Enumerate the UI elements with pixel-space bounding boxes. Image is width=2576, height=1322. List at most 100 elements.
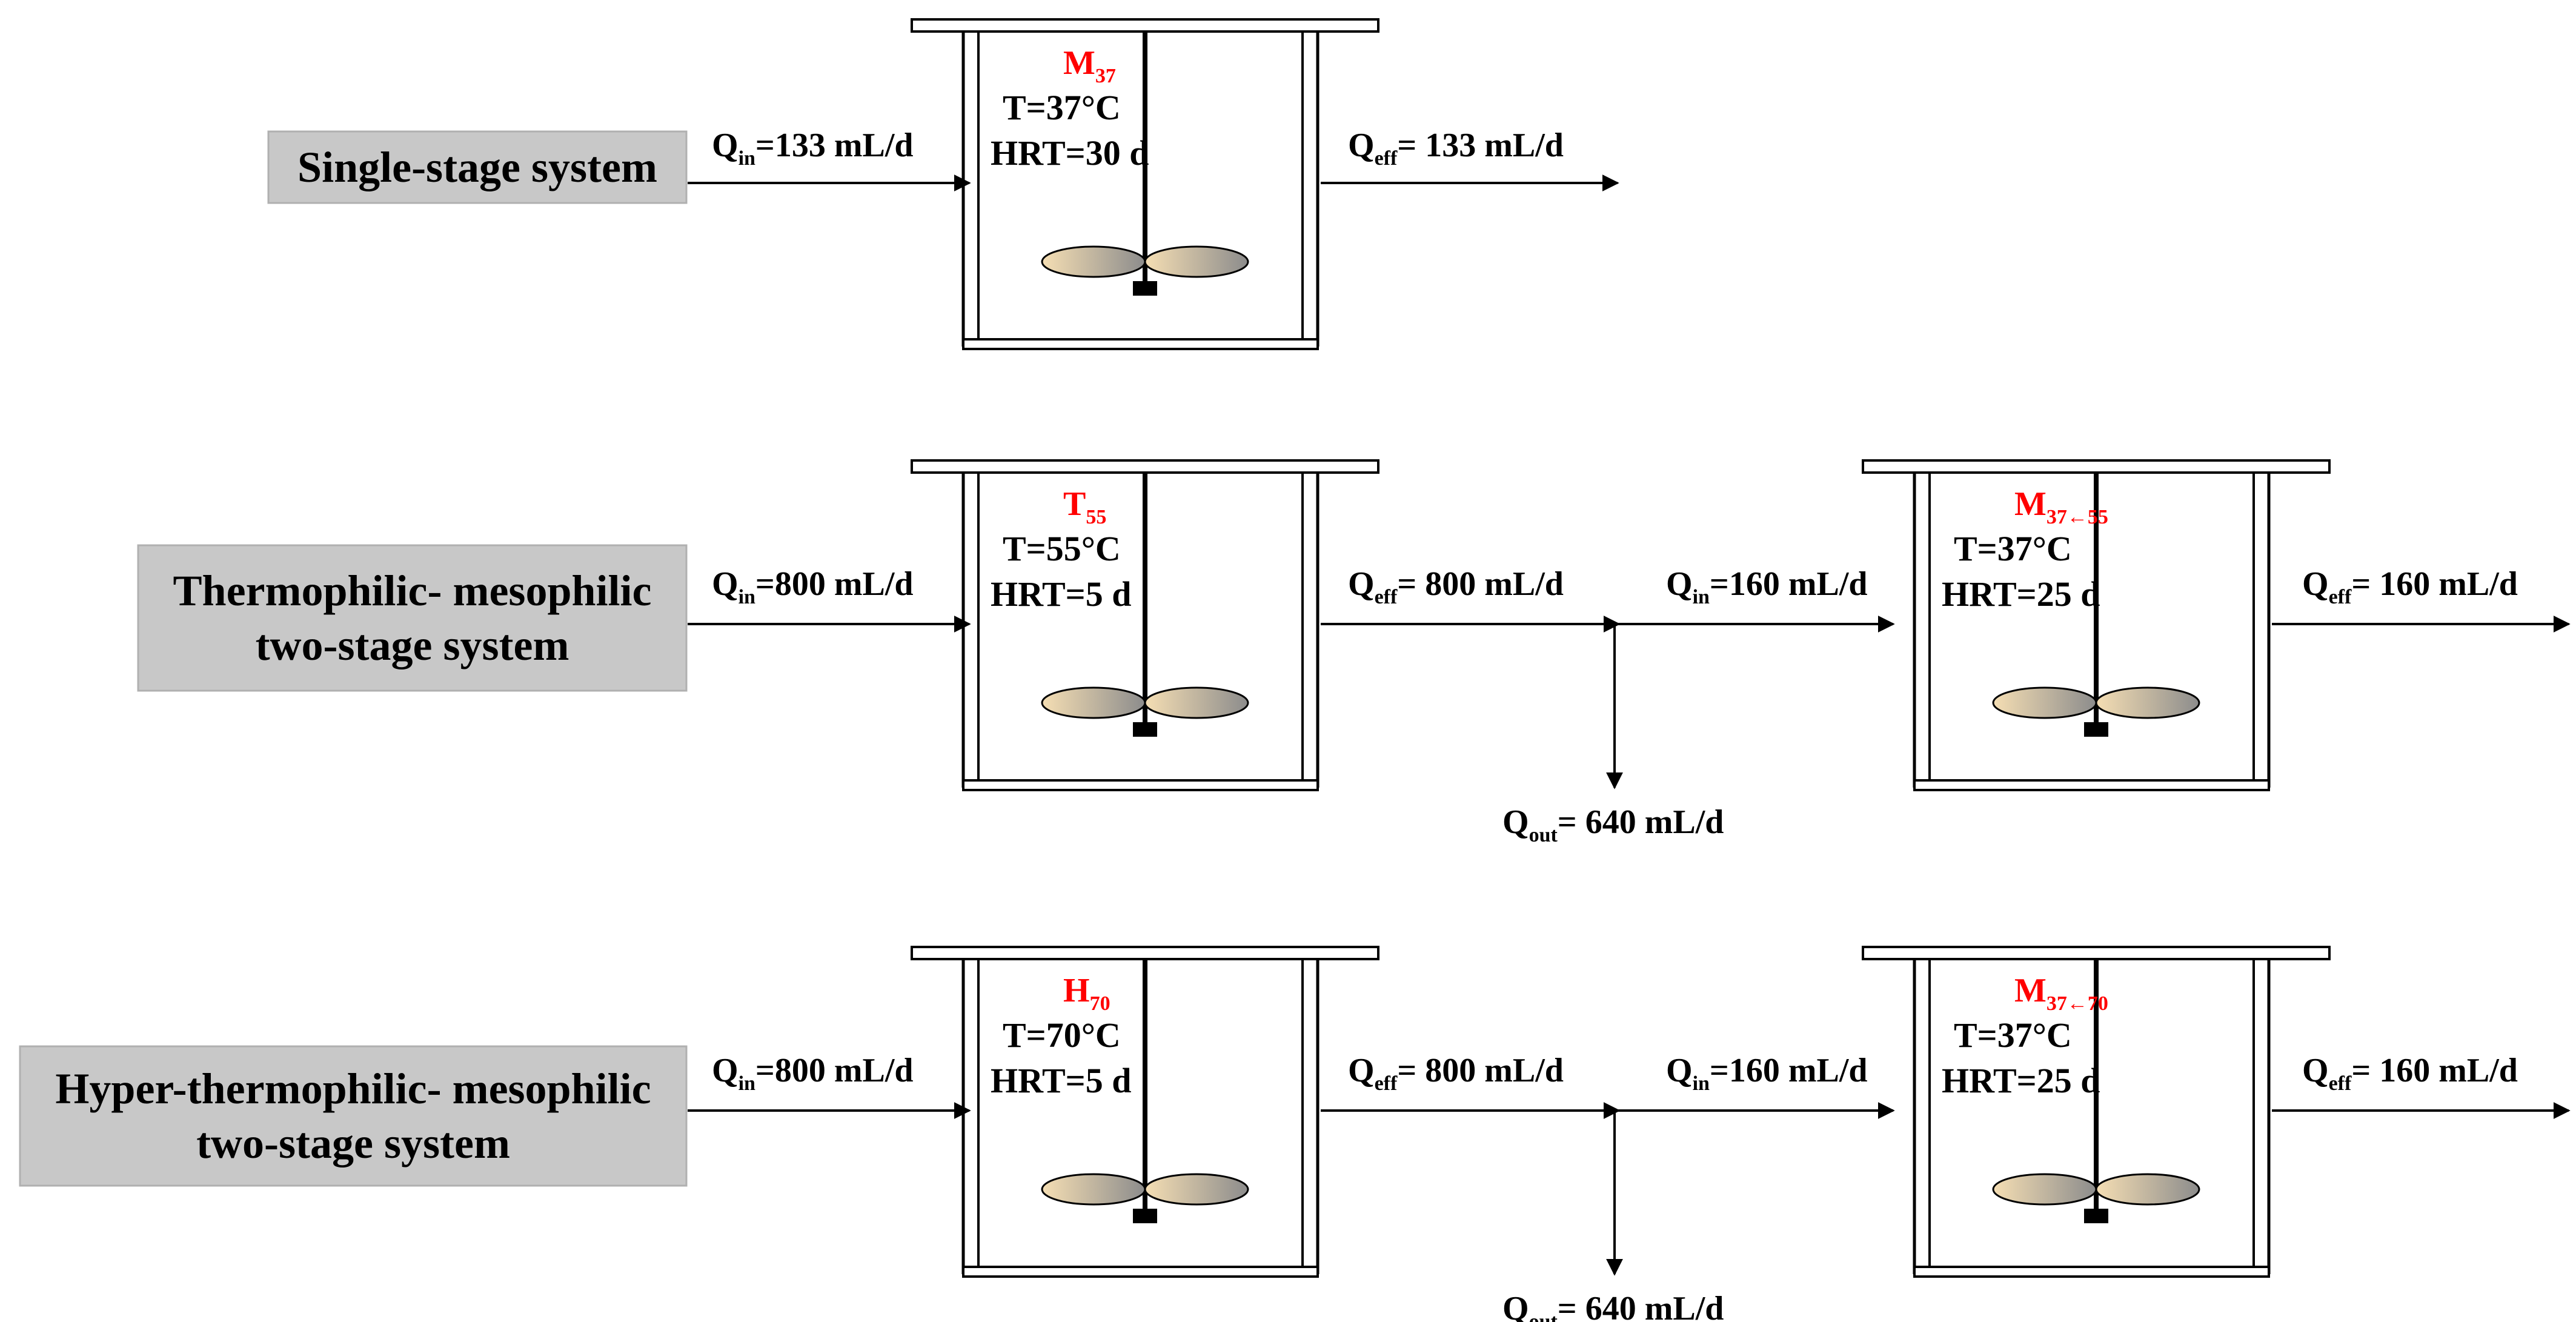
reactor-name: T55 xyxy=(1063,485,1106,528)
effluent-flow-label: Qeff= 160 mL/d xyxy=(2302,1052,2518,1095)
outflow-flow-label-base: Q xyxy=(1502,1290,1529,1322)
effluent-flow-label-sub: eff xyxy=(2329,1072,2352,1095)
inlet-flow-label: Qin=800 mL/d xyxy=(712,565,914,608)
reactor-temperature: T=37°C xyxy=(1954,529,2072,568)
reactor-name-base: M xyxy=(2014,485,2047,523)
inlet-flow-label-sub: in xyxy=(739,147,755,170)
effluent-flow-label-base: Q xyxy=(2302,565,2329,603)
reactor-bottom xyxy=(962,779,1319,791)
reactor-hrt: HRT=25 d xyxy=(1942,1061,2100,1100)
mid-inlet-flow-label-base: Q xyxy=(1666,565,1693,603)
inlet-flow-label-base: Q xyxy=(712,1052,739,1089)
effluent-flow-label-base: Q xyxy=(1348,127,1375,164)
reactor-lid xyxy=(911,459,1379,474)
reactor-hrt: HRT=25 d xyxy=(1942,574,2100,614)
reactor-bottom xyxy=(1913,1266,2270,1278)
effluent-flow-label-rest: = 160 mL/d xyxy=(2351,1052,2518,1089)
outflow-flow-label-sub: out xyxy=(1529,1310,1558,1322)
outflow-flow-label-rest: = 640 mL/d xyxy=(1558,803,1724,841)
mid-inlet-flow-label-sub: in xyxy=(1693,1072,1710,1095)
reactor-name-sub: 37←55 xyxy=(2047,506,2108,528)
mid-effluent-flow-label-rest: = 800 mL/d xyxy=(1397,1052,1564,1089)
system-label-box xyxy=(19,1045,688,1187)
system-label-line: two-stage system xyxy=(256,621,569,669)
stirrer-hub xyxy=(1133,1209,1157,1223)
reactor-bottom xyxy=(1913,779,2270,791)
effluent-flow-label-sub: eff xyxy=(2329,586,2352,608)
mid-effluent-flow-label-sub: eff xyxy=(1375,586,1398,608)
effluent-flow-label-rest: = 133 mL/d xyxy=(1397,127,1564,164)
mid-effluent-flow-label: Qeff= 800 mL/d xyxy=(1348,1052,1564,1095)
inlet-flow-label: Qin=133 mL/d xyxy=(712,127,914,170)
mid-inlet-flow-label: Qin=160 mL/d xyxy=(1666,1052,1868,1095)
reactor-lid xyxy=(1862,946,2331,960)
mid-effluent-flow-label-rest: = 800 mL/d xyxy=(1397,565,1564,603)
effluent-flow-label-sub: eff xyxy=(1375,147,1398,170)
reactor-temperature: T=70°C xyxy=(1003,1015,1121,1055)
outflow-flow-label-sub: out xyxy=(1529,824,1558,846)
impeller-blade-left xyxy=(1992,686,2097,719)
mid-effluent-flow-label-base: Q xyxy=(1348,1052,1375,1089)
reactor-bottom xyxy=(962,1266,1319,1278)
reactor-lid xyxy=(911,946,1379,960)
reactor-temperature: T=37°C xyxy=(1003,88,1121,127)
reactor-lid xyxy=(911,18,1379,33)
reactor-hrt: HRT=5 d xyxy=(991,574,1131,614)
effluent-flow-label-base: Q xyxy=(2302,1052,2329,1089)
reactor-hrt: HRT=30 d xyxy=(991,133,1149,173)
reactor-temperature: T=37°C xyxy=(1954,1015,2072,1055)
outflow-flow-label-rest: = 640 mL/d xyxy=(1558,1290,1724,1322)
effluent-flow-label: Qeff= 160 mL/d xyxy=(2302,565,2518,608)
mid-inlet-flow-label-sub: in xyxy=(1693,586,1710,608)
reactor-name-sub: 55 xyxy=(1086,506,1106,528)
reactor-name-base: H xyxy=(1063,972,1090,1009)
reactor-lid xyxy=(1862,459,2331,474)
impeller-blade-left xyxy=(1041,245,1146,278)
system-label-line: Thermophilic- mesophilic xyxy=(173,566,652,615)
reactor-name-base: T xyxy=(1063,485,1086,523)
outflow-flow-label: Qout= 640 mL/d xyxy=(1502,1290,1724,1322)
system-label-line: two-stage system xyxy=(196,1119,510,1168)
effluent-flow-label: Qeff= 133 mL/d xyxy=(1348,127,1564,170)
reactor-bottom xyxy=(962,338,1319,350)
inlet-flow-label-rest: =133 mL/d xyxy=(755,127,914,164)
reactor-stage-2: M37←55T=37°C HRT=25 d xyxy=(1862,459,2331,791)
stirrer-hub xyxy=(2084,1209,2108,1223)
mid-effluent-flow-label-base: Q xyxy=(1348,565,1375,603)
reactor-name: M37 xyxy=(1063,44,1116,87)
reactor-name-sub: 70 xyxy=(1090,992,1110,1015)
reactor-hrt: HRT=5 d xyxy=(991,1061,1131,1100)
mid-inlet-flow-label-base: Q xyxy=(1666,1052,1693,1089)
effluent-flow-label-rest: = 160 mL/d xyxy=(2351,565,2518,603)
inlet-flow-label: Qin=800 mL/d xyxy=(712,1052,914,1095)
impeller-blade-right xyxy=(1144,245,1249,278)
impeller-blade-right xyxy=(1144,686,1249,719)
outflow-flow-label: Qout= 640 mL/d xyxy=(1502,803,1724,846)
mid-inlet-flow-label: Qin=160 mL/d xyxy=(1666,565,1868,608)
mid-effluent-flow-label-sub: eff xyxy=(1375,1072,1398,1095)
system-label-box xyxy=(267,130,688,204)
impeller-blade-right xyxy=(2095,1173,2200,1206)
mid-inlet-flow-label-rest: =160 mL/d xyxy=(1710,565,1868,603)
inlet-flow-label-sub: in xyxy=(739,586,755,608)
impeller-blade-left xyxy=(1041,686,1146,719)
inlet-flow-label-base: Q xyxy=(712,127,739,164)
reactor-temperature: T=55°C xyxy=(1003,529,1121,568)
inlet-flow-label-base: Q xyxy=(712,565,739,603)
reactor-name-base: M xyxy=(2014,972,2047,1009)
system-label-line: Single-stage system xyxy=(297,143,657,191)
system-label-line: Hyper-thermophilic- mesophilic xyxy=(55,1065,651,1113)
inlet-flow-label-rest: =800 mL/d xyxy=(755,565,914,603)
inlet-flow-label-rest: =800 mL/d xyxy=(755,1052,914,1089)
impeller-blade-right xyxy=(2095,686,2200,719)
reactor-name: M37←55 xyxy=(2014,485,2108,528)
system-label-box xyxy=(137,544,688,692)
impeller-blade-right xyxy=(1144,1173,1249,1206)
inlet-flow-label-sub: in xyxy=(739,1072,755,1095)
outflow-flow-label-base: Q xyxy=(1502,803,1529,841)
